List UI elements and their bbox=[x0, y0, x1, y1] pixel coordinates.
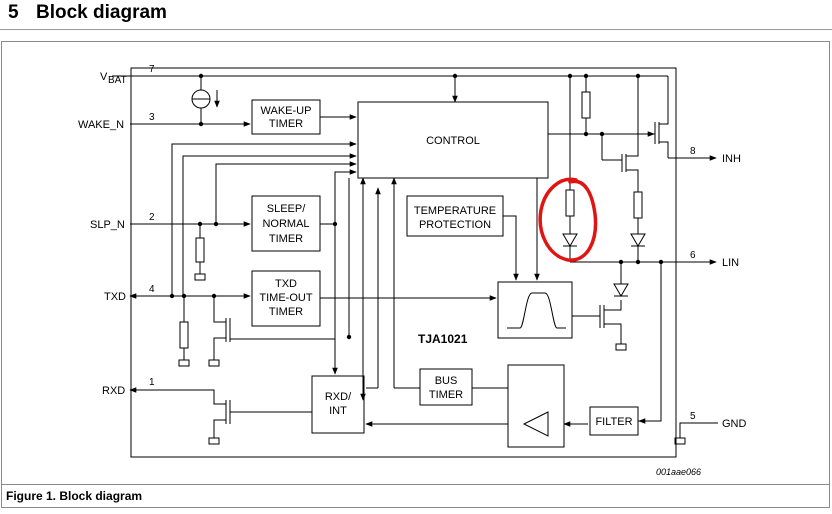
vbat-subscript: BAT bbox=[108, 75, 127, 86]
wake-n-label: WAKE_N bbox=[78, 119, 124, 131]
gnd-label: GND bbox=[722, 418, 747, 430]
sleep-normal-timer-label-2: NORMAL bbox=[262, 218, 309, 230]
wake-up-timer-label-1: WAKE-UP bbox=[261, 105, 312, 117]
rxd-int-label-2: INT bbox=[329, 405, 347, 417]
red-annotation-circle bbox=[538, 177, 598, 262]
pin-8: 8 bbox=[690, 146, 696, 157]
bus-timer-label-2: TIMER bbox=[429, 389, 463, 401]
vbat-label: V bbox=[100, 71, 108, 83]
bus-timer-block bbox=[419, 368, 473, 406]
wave-shaping-block bbox=[497, 281, 573, 339]
junction-dots bbox=[169, 73, 664, 340]
bus-timer-label-1: BUS bbox=[435, 375, 458, 387]
txd-timeout-timer-label-1: TXD bbox=[275, 278, 297, 290]
rxd-int-label-1: RXD/ bbox=[325, 391, 352, 403]
pin-5: 5 bbox=[690, 411, 696, 422]
chip-name: TJA1021 bbox=[418, 332, 468, 346]
section-number: 5 bbox=[8, 2, 19, 23]
sleep-normal-timer-label-3: TIMER bbox=[269, 233, 303, 245]
pin-2: 2 bbox=[149, 212, 155, 223]
inh-label: INH bbox=[722, 153, 741, 165]
temperature-protection-label-1: TEMPERATURE bbox=[414, 205, 496, 217]
rxd-label: RXD bbox=[102, 385, 125, 397]
heading-divider bbox=[0, 29, 832, 30]
pin-4: 4 bbox=[149, 284, 155, 295]
slp-n-label: SLP_N bbox=[90, 219, 125, 231]
lin-label: LIN bbox=[722, 257, 739, 269]
caption-divider bbox=[1, 484, 830, 485]
receiver-block bbox=[507, 364, 565, 448]
section-heading: 5 Block diagram bbox=[8, 2, 167, 24]
control-label: CONTROL bbox=[426, 135, 480, 147]
pin-1: 1 bbox=[149, 377, 155, 388]
txd-label: TXD bbox=[104, 291, 126, 303]
txd-timeout-timer-label-2: TIME-OUT bbox=[259, 292, 312, 304]
pin-3: 3 bbox=[149, 112, 155, 123]
temperature-protection-label-2: PROTECTION bbox=[419, 219, 491, 231]
figure-caption: Figure 1. Block diagram bbox=[6, 489, 143, 503]
rxd-int-block bbox=[311, 375, 365, 434]
txd-timeout-timer-label-3: TIMER bbox=[269, 306, 303, 318]
control-block bbox=[357, 101, 549, 179]
filter-label: FILTER bbox=[595, 416, 632, 428]
section-title: Block diagram bbox=[36, 2, 167, 23]
wake-up-timer-label-2: TIMER bbox=[269, 118, 303, 130]
sleep-normal-timer-label-1: SLEEP/ bbox=[267, 203, 306, 215]
pin-7: 7 bbox=[149, 64, 155, 75]
pin-6: 6 bbox=[690, 250, 696, 261]
figure-code: 001aae066 bbox=[656, 467, 701, 477]
figure-frame bbox=[1, 41, 830, 508]
